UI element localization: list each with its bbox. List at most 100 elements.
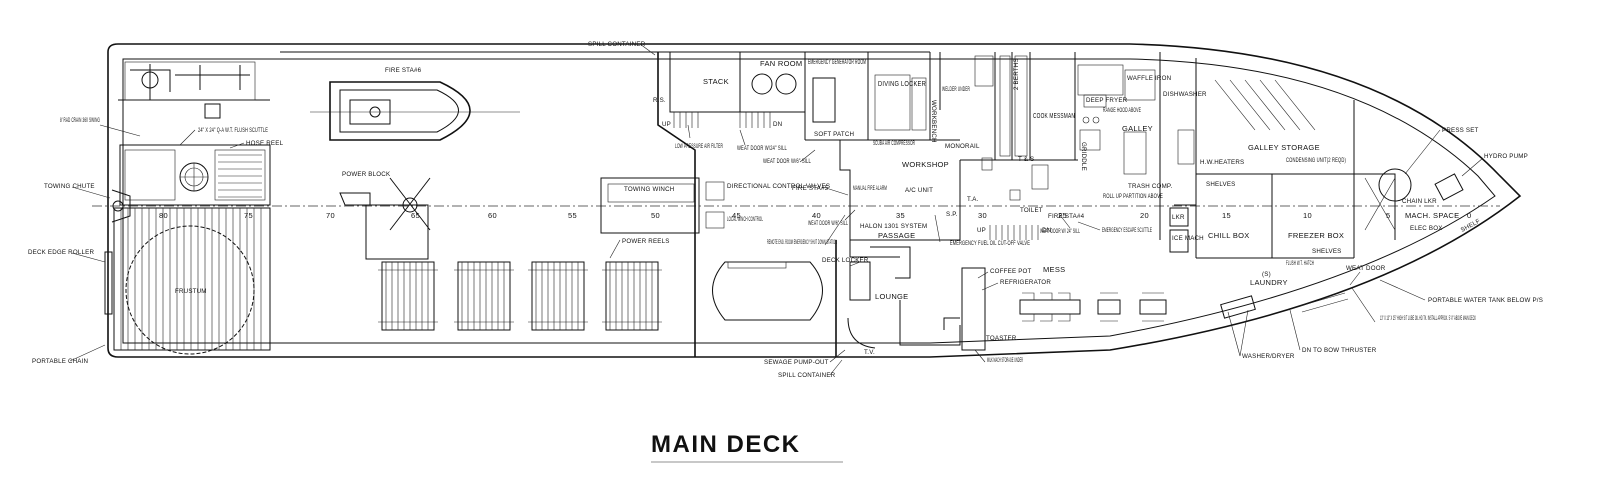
- emergency-escape-scuttle-callout: EMERGENCY ESCAPE SCUTTLE: [1102, 227, 1152, 234]
- room-labels: STACK FAN ROOM EMERGENCY GENERATOR ROOM …: [653, 57, 1481, 356]
- mess-tables: [1019, 292, 1167, 322]
- rad-crain-callout: 8' RAD CRAIN 360 SWING: [60, 117, 100, 124]
- press-set-callout: PRESS SET: [1442, 127, 1479, 134]
- lkr-label: LKR: [1172, 214, 1185, 221]
- page-title: MAIN DECK: [651, 431, 801, 458]
- frame-80: 80: [159, 211, 168, 220]
- elec-box-callout: ELEC BOX: [1410, 225, 1443, 232]
- monorail-callout: MONORAIL: [945, 143, 980, 150]
- cook-messman-label: COOK MESSMAN: [1033, 111, 1075, 120]
- two-berths-label: 2 BERTHS: [1013, 58, 1020, 90]
- stack-label: STACK: [703, 77, 729, 86]
- power-block-callout: POWER BLOCK: [342, 171, 391, 178]
- local-winch-control-callout: LOCAL WINCH CONTROL: [727, 216, 763, 223]
- diving-locker-label: DIVING LOCKER: [878, 79, 926, 88]
- hm-heaters-label: H.W.HEATERS: [1200, 159, 1244, 166]
- frame-35: 35: [896, 211, 905, 220]
- freezer-box-label: FREEZER BOX: [1288, 231, 1344, 240]
- laundry-label: LAUNDRY: [1250, 278, 1288, 287]
- refrigerator-callout: REFRIGERATOR: [1000, 279, 1051, 286]
- frame-30: 30: [978, 211, 987, 220]
- workshop-label: WORKSHOP: [902, 160, 949, 169]
- weat-door-6-b-callout: WEAT DOOR W/6" SILL: [808, 220, 848, 227]
- mess-label: MESS: [1043, 265, 1065, 274]
- frame-55: 55: [568, 211, 577, 220]
- welder-under-callout: WELDER UNDER: [942, 86, 970, 93]
- frame-60: 60: [488, 211, 497, 220]
- manual-fire-alarm-callout: MANUAL FIRE ALARM: [853, 185, 887, 192]
- deckhouse: [657, 52, 1464, 357]
- callouts: SPILL CONTAINER FIRE STA#6 8' RAD CRAIN …: [28, 41, 1543, 379]
- halon-callout: HALON 1301 SYSTEM: [860, 223, 927, 230]
- tv-label: T.V.: [864, 349, 875, 356]
- workbench-label: WORKBENCH: [930, 100, 937, 143]
- spill-container-top-callout: SPILL CONTAINER: [588, 41, 646, 48]
- hydro-pump-callout: HYDRO PUMP: [1484, 153, 1528, 160]
- directional-control-valves-callout: DIRECTIONAL CONTROL VALVES: [727, 183, 830, 190]
- washer-dryer-callout: WASHER/DRYER: [1242, 353, 1295, 360]
- ice-mach-label: ICE MACH: [1172, 235, 1204, 242]
- chill-box-label: CHILL BOX: [1208, 231, 1250, 240]
- dn-label-b: DN: [1042, 227, 1051, 234]
- fan-room-label: FAN ROOM: [760, 59, 802, 68]
- portable-chain-callout: PORTABLE CHAIN: [32, 358, 88, 365]
- weat-door-6-a-callout: WEAT DOOR W/6" SILL: [763, 158, 811, 165]
- weat-door-24-b-callout: WEAT DOOR W/ 24" SILL: [1040, 228, 1080, 235]
- aft-deck: FRUSTUM TOWING WINCH: [104, 61, 823, 355]
- soft-patch-callout: SOFT PATCH: [814, 131, 854, 138]
- sp-label: S.P.: [946, 211, 958, 218]
- t-and-s-label: T & S: [1018, 156, 1034, 163]
- frame-75: 75: [244, 211, 253, 220]
- rs-label: R.S.: [653, 97, 666, 104]
- roll-up-partition-callout: ROLL UP PARTITION ABOVE: [1103, 193, 1163, 200]
- power-reels-callout: POWER REELS: [622, 238, 670, 245]
- galley-storage-label: GALLEY STORAGE: [1248, 143, 1320, 152]
- chain-lkr-callout: CHAIN LKR: [1402, 198, 1437, 205]
- portable-water-tank-callout: PORTABLE WATER TANK BELOW P/S: [1428, 297, 1543, 304]
- toilet-label: TOILET: [1020, 207, 1043, 214]
- lube-oil-tank-callout: 13" X 13" X 25" HIGH S/T LUBE OIL HD TK.…: [1380, 315, 1476, 322]
- trash-comp-callout: TRASH COMP.: [1128, 183, 1172, 190]
- s-mark-callout: (S): [1262, 271, 1271, 278]
- weat-door-24-callout: WEAT DOOR W/24" SILL: [737, 145, 787, 152]
- emergency-fuel-oil-callout: EMERGENCY FUEL OIL CUT-OFF VALVE: [950, 240, 1030, 247]
- scuba-air-compressor-callout: SCUBA AIR COMPRESSOR: [873, 140, 915, 147]
- fire-sta-5-callout: FIRE STA#5: [792, 185, 829, 192]
- frame-45: 45: [732, 211, 741, 220]
- flush-wt-hatch-callout: FLUSH W.T. HATCH: [1286, 260, 1314, 267]
- dishwasher-callout: DISHWASHER: [1163, 91, 1207, 98]
- range-hood-callout: RANGE HOOD ABOVE: [1103, 107, 1141, 114]
- deep-fryer-label: DEEP FRYER: [1086, 97, 1128, 104]
- fire-sta-6-callout: FIRE STA#6: [385, 67, 422, 74]
- deck-edge-roller-callout: DECK EDGE ROLLER: [28, 249, 94, 256]
- towing-chute-callout: TOWING CHUTE: [44, 183, 95, 190]
- sewage-pump-out-callout: SEWAGE PUMP-OUT: [764, 359, 829, 366]
- frame-40: 40: [812, 211, 821, 220]
- weat-door-callout: WEAT DOOR: [1346, 265, 1386, 272]
- waffle-iron-label: WAFFLE IRON: [1127, 75, 1171, 82]
- up-label-b: UP: [977, 227, 986, 234]
- mach-space-label: MACH. SPACE: [1405, 211, 1459, 220]
- coffee-pot-callout: COFFEE POT: [990, 268, 1032, 275]
- frame-70: 70: [326, 211, 335, 220]
- deck-locker-callout: DECK LOCKER: [822, 257, 869, 264]
- passage-label: PASSAGE: [878, 231, 915, 240]
- low-pressure-air-filter-callout: LOW PRESSURE AIR FILTER: [675, 143, 723, 150]
- hose-reel-callout: HOSE REEL: [246, 140, 284, 147]
- towing-winch-label: TOWING WINCH: [624, 186, 674, 193]
- frame-65: 65: [411, 211, 420, 220]
- toaster-callout: TOASTER: [986, 335, 1017, 342]
- up-label-a: UP: [662, 121, 671, 128]
- frame-5: 5: [1386, 211, 1390, 220]
- power-reels: [378, 261, 662, 331]
- fire-sta-4-callout: FIRE STA#4: [1048, 213, 1085, 220]
- ac-unit-label: A/C UNIT: [905, 187, 933, 194]
- lounge-label: LOUNGE: [875, 292, 908, 301]
- shelves-label-a: SHELVES: [1206, 181, 1236, 188]
- frame-0: 0: [1467, 211, 1471, 220]
- frame-15: 15: [1222, 211, 1231, 220]
- condensing-unit-callout: CONDENSING UNIT(2 REQD): [1286, 157, 1346, 164]
- frame-50: 50: [651, 211, 660, 220]
- scuttle-callout: 24" X 24" Q-A W.T. FLUSH SCUTTLE: [198, 127, 268, 134]
- frame-numbers: 80 75 70 65 60 55 50 45 40 35 30 25 20 1…: [159, 211, 1471, 220]
